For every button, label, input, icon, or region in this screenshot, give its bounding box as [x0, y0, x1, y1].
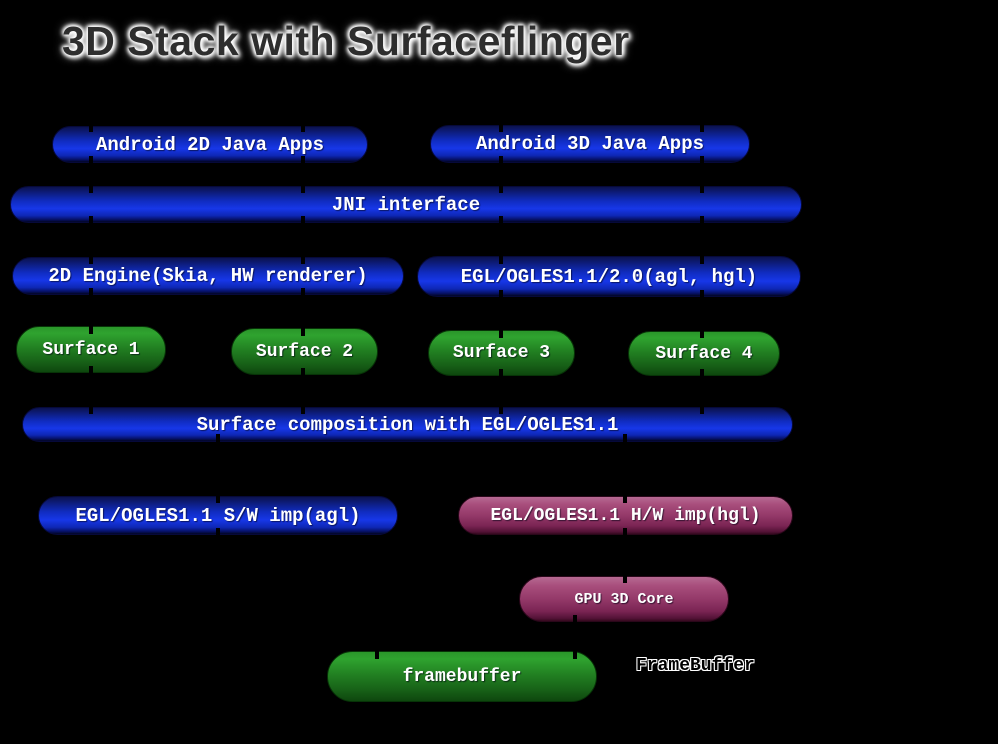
connector-tick — [89, 156, 93, 193]
connector-tick — [89, 216, 93, 264]
node-android-2d-java-apps: Android 2D Java Apps — [52, 126, 368, 163]
node-gpu-3d-core: GPU 3D Core — [519, 576, 729, 622]
connector-tick — [301, 156, 305, 193]
framebuffer-outline-label: FrameBuffer — [636, 656, 755, 676]
node-surface-composition: Surface composition with EGL/OGLES1.1 — [22, 407, 793, 442]
connector-tick — [301, 216, 305, 264]
connector-tick — [700, 156, 704, 193]
connector-tick — [499, 369, 503, 414]
page-title: 3D Stack with Surfaceflinger — [62, 18, 630, 64]
connector-tick — [216, 528, 220, 542]
connector-tick — [89, 366, 93, 414]
connector-tick — [301, 368, 305, 414]
connector-tick — [700, 216, 704, 264]
connector-tick — [375, 645, 379, 659]
connector-tick — [499, 156, 503, 193]
node-surface-4: Surface 4 — [628, 331, 780, 376]
connector-tick — [216, 434, 220, 503]
connector-tick — [623, 434, 627, 503]
node-egl-ogles: EGL/OGLES1.1/2.0(agl, hgl) — [417, 256, 801, 297]
connector-tick — [700, 369, 704, 414]
connector-tick — [89, 288, 93, 334]
node-jni-interface: JNI interface — [10, 186, 802, 223]
connector-tick — [301, 288, 305, 336]
connector-tick — [573, 615, 577, 659]
connector-tick — [301, 122, 305, 132]
connector-tick — [623, 528, 627, 583]
node-android-3d-java-apps: Android 3D Java Apps — [430, 125, 750, 163]
connector-tick — [700, 122, 704, 132]
connector-tick — [499, 216, 503, 264]
node-2d-engine: 2D Engine(Skia, HW renderer) — [12, 257, 404, 295]
connector-tick — [499, 290, 503, 338]
node-framebuffer: framebuffer — [327, 651, 597, 702]
connector-tick — [499, 122, 503, 132]
connector-tick — [89, 122, 93, 132]
connector-tick — [700, 290, 704, 338]
